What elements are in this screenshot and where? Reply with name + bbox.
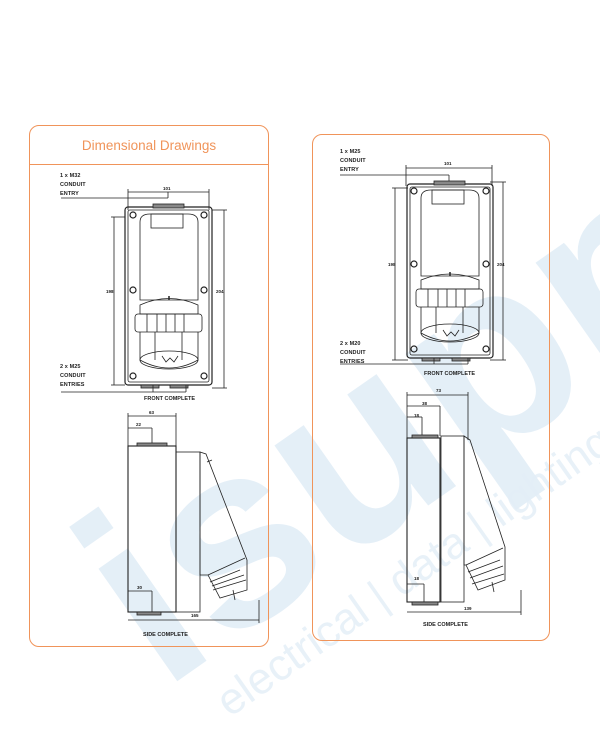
left-drawing-panel: Dimensional Drawings: [29, 125, 269, 647]
label-line: CONDUIT: [340, 350, 366, 356]
front-caption: FRONT COMPLETE: [424, 371, 476, 377]
label-line: ENTRY: [340, 167, 359, 173]
inner-height-dimension: 198: [106, 289, 114, 294]
side-offset-top: 22: [136, 422, 142, 427]
label-line: ENTRIES: [340, 359, 365, 365]
outer-height-dimension: 204: [497, 262, 505, 267]
top-conduit-entry-label: 1 x M32 CONDUIT ENTRY: [60, 172, 86, 199]
label-line: CONDUIT: [340, 158, 366, 164]
side-offset-top-1: 38: [422, 401, 428, 406]
side-offset-bottom: 18: [414, 576, 420, 581]
side-offset-bottom: 30: [137, 585, 143, 590]
side-depth-top: 63: [149, 410, 155, 415]
width-dimension: 101: [444, 161, 452, 166]
panel-title: Dimensional Drawings: [30, 126, 268, 165]
label-line: 2 x M20: [340, 341, 361, 347]
top-conduit-entry-label: 1 x M25 CONDUIT ENTRY: [340, 148, 366, 175]
label-line: CONDUIT: [60, 373, 86, 379]
front-caption: FRONT COMPLETE: [144, 396, 196, 402]
side-caption: SIDE COMPLETE: [143, 632, 188, 638]
side-depth-top: 73: [436, 388, 442, 393]
label-line: 1 x M32: [60, 173, 81, 179]
side-caption: SIDE COMPLETE: [423, 622, 468, 628]
side-offset-top-2: 18: [414, 413, 420, 418]
width-dimension: 101: [163, 186, 171, 191]
label-line: CONDUIT: [60, 182, 86, 188]
bottom-conduit-entries-label: 2 x M20 CONDUIT ENTRIES: [340, 340, 366, 367]
label-line: ENTRIES: [60, 382, 85, 388]
label-line: ENTRY: [60, 191, 79, 197]
side-total-depth: 165: [191, 613, 199, 618]
side-total-depth: 139: [464, 606, 472, 611]
right-drawing-panel: [312, 134, 550, 641]
bottom-conduit-entries-label: 2 x M25 CONDUIT ENTRIES: [60, 363, 86, 390]
outer-height-dimension: 204: [216, 289, 224, 294]
label-line: 2 x M25: [60, 364, 81, 370]
inner-height-dimension: 198: [388, 262, 396, 267]
label-line: 1 x M25: [340, 149, 361, 155]
